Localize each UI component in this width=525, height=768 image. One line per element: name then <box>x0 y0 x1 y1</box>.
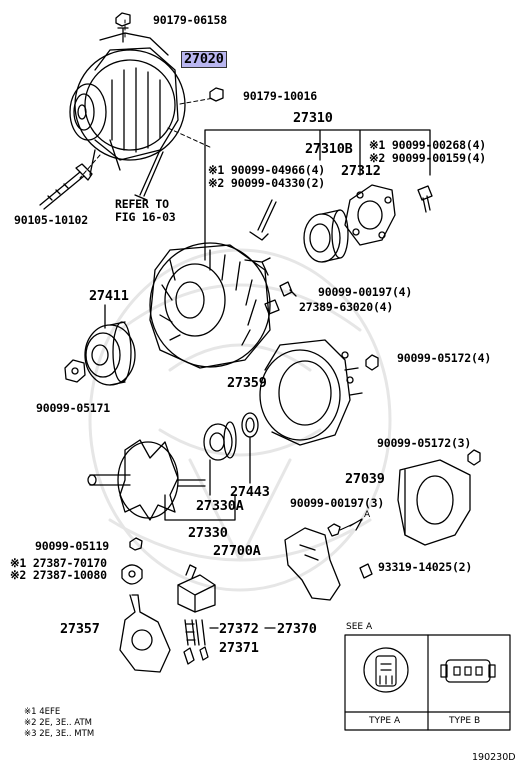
part-label-90105-10102[interactable]: 90105-10102 <box>14 213 88 227</box>
part-label-27310b[interactable]: 27310B <box>305 141 353 157</box>
part-label-27359[interactable]: 27359 <box>227 375 267 391</box>
part-label-27330[interactable]: 27330 <box>188 525 228 541</box>
nut-top <box>115 12 131 27</box>
part-label-27039[interactable]: 27039 <box>345 471 385 487</box>
footnote-2: ※2 2E, 3E.. ATM <box>24 718 92 728</box>
part-label-27371[interactable]: 27371 <box>219 640 259 656</box>
part-label-90099-04330[interactable]: ※2 90099-04330(2) <box>208 176 326 190</box>
part-label-27370[interactable]: 27370 <box>277 621 317 637</box>
part-label-93319-14025[interactable]: 93319-14025(2) <box>378 560 473 574</box>
part-label-90099-04966[interactable]: ※1 90099-04966(4) <box>208 163 326 177</box>
part-label-27312[interactable]: 27312 <box>341 163 381 179</box>
part-label-90099-05172-4[interactable]: 90099-05172(4) <box>397 351 492 365</box>
part-label-27411[interactable]: 27411 <box>89 288 129 304</box>
brush-holder <box>177 564 216 613</box>
part-label-27330a[interactable]: 27330A <box>196 498 244 514</box>
rectifier <box>119 594 171 673</box>
part-label-90099-05119[interactable]: 90099-05119 <box>35 539 109 553</box>
refer-to-label[interactable]: REFER TO <box>115 197 169 211</box>
part-label-90099-05172-3[interactable]: 90099-05172(3) <box>377 436 472 450</box>
footnote-3: ※3 2E, 3E.. MTM <box>24 729 95 739</box>
part-label-27700a[interactable]: 27700A <box>213 543 261 559</box>
alternator-housing-illustration <box>149 242 271 369</box>
long-bolt-illustration <box>39 163 93 210</box>
part-label-90179-06158[interactable]: 90179-06158 <box>153 13 227 27</box>
pulley <box>84 321 136 386</box>
end-cover <box>397 459 471 546</box>
part-label-90099-05171[interactable]: 90099-05171 <box>36 401 110 415</box>
part-label-27372[interactable]: 27372 <box>219 621 259 637</box>
type-a-label: TYPE A <box>369 716 401 726</box>
part-label-27310[interactable]: 27310 <box>293 110 333 126</box>
retainer-plate <box>344 184 396 246</box>
part-label-90099-00197-3[interactable]: 90099-00197(3) <box>290 496 385 510</box>
part-label-27357[interactable]: 27357 <box>60 621 100 637</box>
part-label-27020-highlighted[interactable]: 27020 <box>181 51 227 68</box>
part-label-27387-10080[interactable]: ※2 27387-10080 <box>10 568 107 582</box>
see-a-box <box>344 634 511 731</box>
alternator-assembly-illustration <box>69 27 186 176</box>
part-label-27387-70170[interactable]: ※1 27387-70170 <box>10 556 107 570</box>
part-label-27443[interactable]: 27443 <box>230 484 270 500</box>
arrow-a-label: A <box>364 510 371 520</box>
see-a-title: SEE A <box>346 622 373 632</box>
voltage-regulator <box>284 527 341 601</box>
footnote-1: ※1 4EFE <box>24 707 61 717</box>
bearing-27310b <box>303 209 349 263</box>
bearing-27330a <box>203 421 237 461</box>
rear-housing <box>259 339 363 446</box>
part-label-27389-63020[interactable]: 27389-63020(4) <box>299 300 394 314</box>
bearing-cover <box>241 412 259 438</box>
part-label-90099-00159[interactable]: ※2 90099-00159(4) <box>369 151 487 165</box>
type-b-label: TYPE B <box>449 716 481 726</box>
part-label-90099-00268[interactable]: ※1 90099-00268(4) <box>369 138 487 152</box>
rotor <box>87 439 206 521</box>
part-label-90099-00197-4[interactable]: 90099-00197(4) <box>318 285 413 299</box>
part-label-90179-10016[interactable]: 90179-10016 <box>243 89 317 103</box>
figure-id: 190230D <box>472 752 516 763</box>
refer-fig-label[interactable]: FIG 16-03 <box>115 210 176 224</box>
